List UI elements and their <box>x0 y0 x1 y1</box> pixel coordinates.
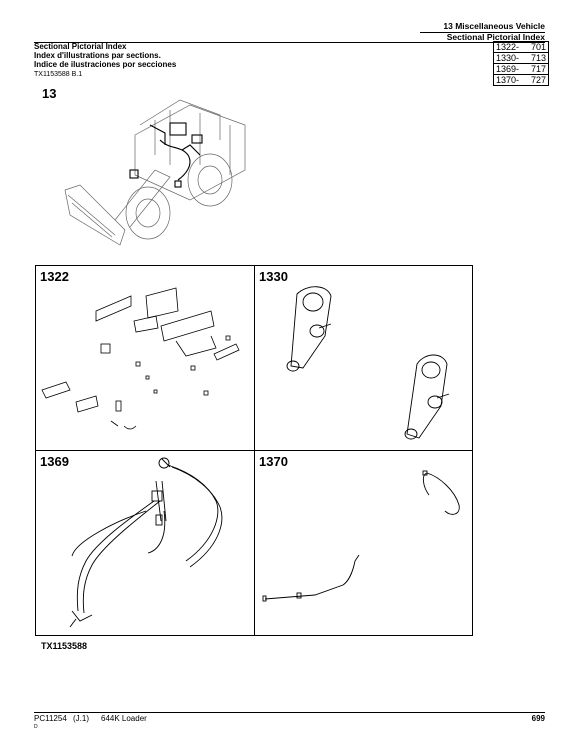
section-title: 13 Miscellaneous Vehicle <box>443 21 545 31</box>
index-row[interactable]: 1369- 717 <box>494 63 548 74</box>
index-section: 1370- <box>496 75 520 85</box>
cell-label: 1370 <box>259 454 288 469</box>
cell-1369[interactable]: 1369 <box>36 451 254 637</box>
cell-label: 1322 <box>40 269 69 284</box>
lift-link-illustration <box>286 286 450 440</box>
wiring-harness-illustration <box>69 457 223 628</box>
index-section: 1330- <box>496 53 520 63</box>
loader-illustration <box>64 99 246 246</box>
cell-1370[interactable]: 1370 <box>255 451 474 637</box>
index-page: 713 <box>530 53 546 63</box>
index-title-en: Sectional Pictorial Index <box>34 42 127 51</box>
index-row[interactable]: 1322- 701 <box>494 42 548 52</box>
footer-doc-id: PC11254 <box>34 714 67 723</box>
header-rule-full <box>34 42 545 43</box>
index-row[interactable]: 1330- 713 <box>494 52 548 63</box>
index-page: 727 <box>530 75 546 85</box>
page-number: 699 <box>531 714 545 723</box>
index-page: 717 <box>530 64 546 74</box>
cell-label: 1330 <box>259 269 288 284</box>
fittings-illustration <box>41 287 240 430</box>
index-title-fr: Index d'illustrations par sections. <box>34 51 161 60</box>
index-title-es: Indice de ilustraciones por secciones <box>34 60 177 69</box>
section-subtitle: Sectional Pictorial Index <box>446 32 545 42</box>
index-row[interactable]: 1370- 727 <box>494 74 548 85</box>
footer-model: 644K Loader <box>101 714 147 723</box>
index-table: 1322- 701 1330- 713 1369- 717 1370- 727 <box>493 41 549 86</box>
footer-mark: D <box>34 724 38 730</box>
header-rule <box>420 32 545 33</box>
wire-illustration <box>262 470 460 602</box>
cell-1330[interactable]: 1330 <box>255 266 474 450</box>
figure-ref: TX1153588 B.1 <box>34 71 83 78</box>
pictorial-grid: 1322 <box>35 265 473 636</box>
group-number: 13 <box>42 86 57 101</box>
index-section: 1322- <box>496 42 520 52</box>
index-page: 701 <box>530 42 546 52</box>
footer-revision: (J.1) <box>73 714 89 723</box>
grid-ref: TX1153588 <box>41 641 88 651</box>
footer-rule <box>34 712 545 713</box>
index-section: 1369- <box>496 64 520 74</box>
cell-1322[interactable]: 1322 <box>36 266 254 450</box>
cell-label: 1369 <box>40 454 69 469</box>
